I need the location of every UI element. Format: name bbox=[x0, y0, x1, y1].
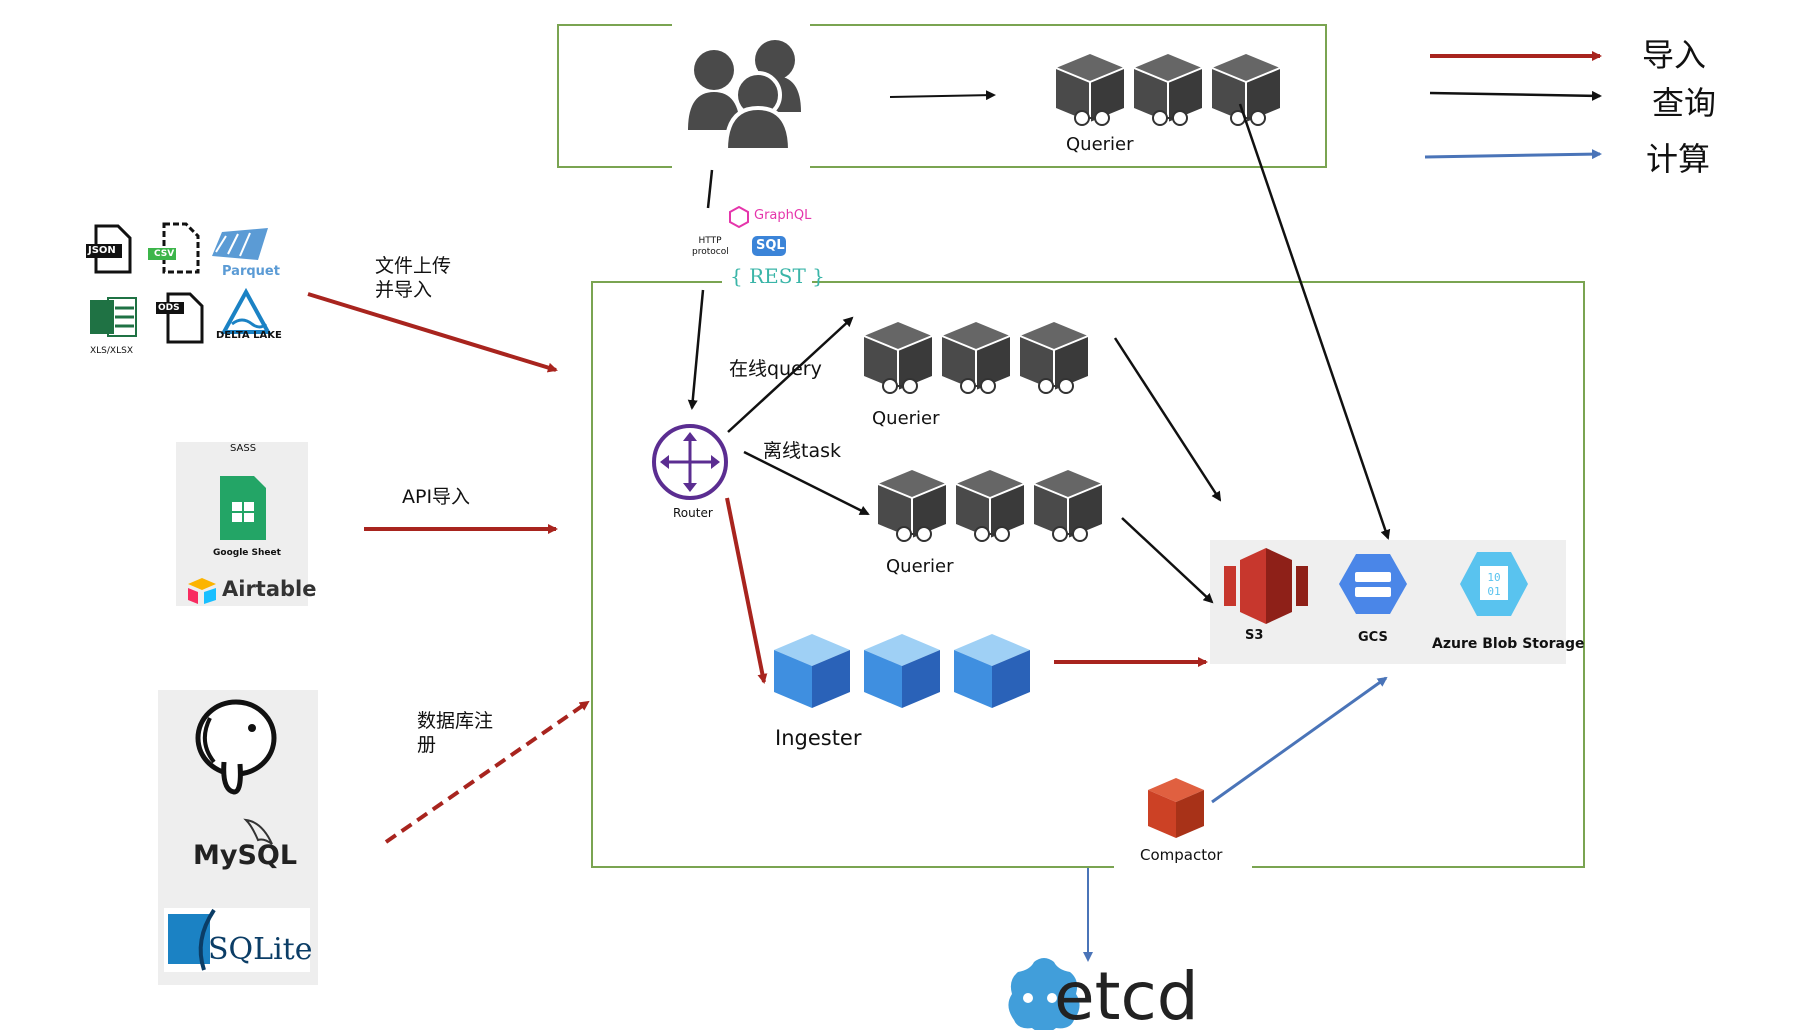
online-query-label: 在线query bbox=[729, 358, 822, 380]
svg-text:01: 01 bbox=[1487, 585, 1500, 598]
parquet-label: Parquet bbox=[222, 264, 280, 279]
json-label: JSON bbox=[88, 245, 116, 256]
api-import-label: API导入 bbox=[402, 486, 471, 508]
offline-to-storage-arrow bbox=[1121, 517, 1214, 604]
azure-blob-icon: 10 01 bbox=[1460, 552, 1528, 616]
etcd-label: etcd bbox=[1054, 958, 1199, 1035]
sqlite-label: SQLite bbox=[208, 932, 313, 967]
ods-file-icon bbox=[156, 292, 204, 344]
http-protocol-label: HTTP protocol bbox=[692, 236, 729, 257]
sql-badge bbox=[752, 236, 786, 256]
legend-import-label: 导入 bbox=[1642, 36, 1707, 74]
file-upload-label: 文件上传 并导入 bbox=[375, 255, 452, 301]
svg-text:10: 10 bbox=[1487, 571, 1500, 584]
top-querier-label: Querier bbox=[1066, 134, 1134, 155]
sass-title: SASS bbox=[230, 443, 257, 454]
router-to-online-arrow bbox=[727, 316, 854, 433]
db-register-arrow bbox=[384, 700, 590, 844]
graphql-label: GraphQL bbox=[754, 208, 812, 223]
parquet-icon bbox=[212, 228, 268, 260]
router-label: Router bbox=[673, 506, 713, 520]
router-icon bbox=[652, 424, 728, 500]
query-client-box bbox=[557, 24, 1327, 168]
etcd-icon bbox=[1008, 958, 1080, 1030]
google-sheet-label: Google Sheet bbox=[213, 548, 281, 558]
users-down-line bbox=[706, 169, 714, 209]
airtable-label: Airtable bbox=[222, 577, 317, 601]
gcs-label: GCS bbox=[1358, 630, 1388, 645]
delta-lake-label: DELTA LAKE bbox=[216, 330, 282, 341]
azure-blob-label: Azure Blob Storage bbox=[1432, 636, 1585, 652]
compactor-icon bbox=[1148, 778, 1204, 838]
s3-label: S3 bbox=[1245, 628, 1264, 643]
online-querier-label: Querier bbox=[872, 408, 940, 429]
db-register-label: 数据库注 册 bbox=[417, 710, 494, 756]
users-icon bbox=[688, 40, 801, 152]
gcs-icon bbox=[1339, 554, 1407, 614]
legend-query-arrow bbox=[1429, 90, 1602, 101]
router-to-offline-arrow bbox=[743, 450, 870, 516]
rest-label: { REST } bbox=[730, 264, 825, 288]
ingester-label: Ingester bbox=[775, 726, 862, 750]
excel-file-icon bbox=[90, 297, 137, 337]
json-file-icon bbox=[86, 224, 132, 274]
s3-icon bbox=[1224, 548, 1308, 624]
compactor-label: Compactor bbox=[1140, 846, 1223, 864]
cluster-box bbox=[591, 281, 1585, 868]
offline-querier-label: Querier bbox=[886, 556, 954, 577]
sql-label: SQL bbox=[756, 238, 785, 253]
users-to-querier-arrow bbox=[889, 90, 996, 101]
legend-query-label: 查询 bbox=[1652, 84, 1717, 122]
file-import-arrow bbox=[307, 292, 558, 373]
ods-label: ODS bbox=[158, 303, 180, 313]
legend-compute-label: 计算 bbox=[1646, 140, 1711, 178]
compactor-to-storage-arrow bbox=[1211, 676, 1388, 804]
top-querier-to-storage-arrow bbox=[1238, 103, 1391, 540]
protocol-to-router-arrow bbox=[687, 289, 705, 410]
xls-label: XLS/XLSX bbox=[90, 346, 133, 356]
router-to-ingester-arrow bbox=[725, 497, 768, 684]
graphql-icon bbox=[729, 205, 749, 229]
csv-label: CSV bbox=[154, 249, 175, 259]
mysql-label: MySQL bbox=[193, 840, 298, 871]
online-to-storage-arrow bbox=[1113, 337, 1222, 502]
offline-task-label: 离线task bbox=[763, 440, 841, 462]
delta-lake-icon bbox=[220, 287, 272, 334]
legend-compute-arrow bbox=[1424, 149, 1602, 160]
csv-file-icon bbox=[148, 222, 200, 274]
